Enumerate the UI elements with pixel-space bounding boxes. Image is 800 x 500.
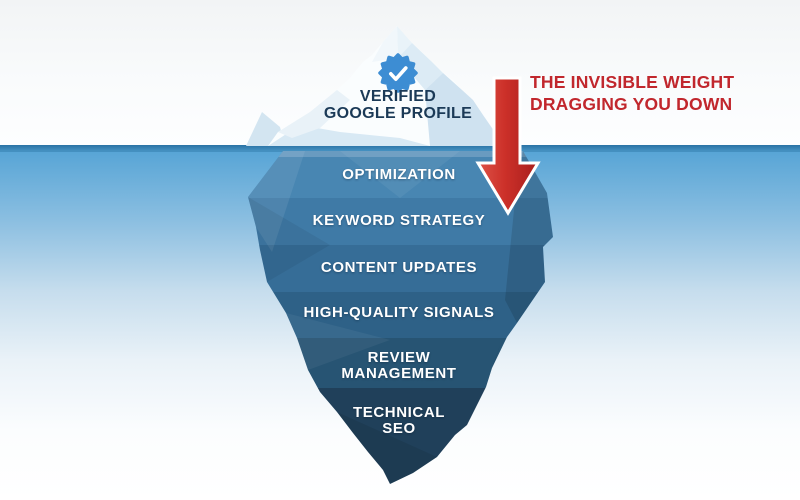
down-arrow-icon: [475, 76, 541, 216]
iceberg-facet: [286, 313, 390, 370]
layer-label-review-management: REVIEW MANAGEMENT: [341, 349, 457, 382]
layer-label-optimization: OPTIMIZATION: [342, 166, 456, 183]
layer-label-content-updates: CONTENT UPDATES: [320, 259, 478, 276]
surface-label: VERIFIED GOOGLE PROFILE: [323, 88, 473, 122]
verified-badge-icon: [378, 53, 418, 93]
layer-label-keyword-strategy: KEYWORD STRATEGY: [312, 212, 486, 229]
iceberg-facet: [278, 90, 350, 138]
waterline: [0, 145, 800, 152]
iceberg-facet: [248, 151, 553, 157]
layer-band-high-quality-signals: [248, 292, 553, 338]
callout-text: THE INVISIBLE WEIGHT DRAGGING YOU DOWN: [530, 72, 735, 114]
iceberg-facet: [248, 197, 330, 282]
iceberg-facet: [248, 151, 305, 252]
iceberg-facet: [398, 43, 443, 90]
iceberg-facet: [340, 151, 460, 198]
iceberg-facet: [337, 412, 437, 484]
layer-label-technical-seo: TECHNICAL SEO: [352, 404, 446, 437]
iceberg-facet: [425, 73, 502, 146]
check-icon: [389, 66, 408, 81]
above-water-iceberg: [268, 26, 502, 146]
iceberg-facet: [397, 26, 412, 58]
iceberg-facet: [372, 26, 398, 62]
layer-band-content-updates: [248, 245, 553, 292]
layer-label-high-quality-signals: HIGH-QUALITY SIGNALS: [303, 304, 495, 321]
badge-seal-shape: [378, 53, 418, 93]
